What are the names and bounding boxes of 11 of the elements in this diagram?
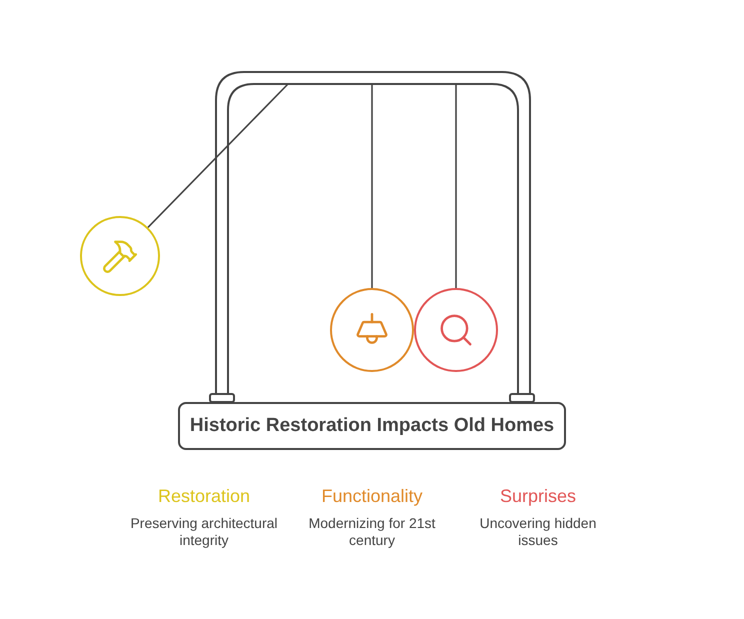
category-heading: Functionality bbox=[320, 486, 424, 507]
string-line bbox=[455, 84, 457, 288]
string-line bbox=[147, 83, 289, 228]
title-text: Historic Restoration Impacts Old Homes bbox=[190, 415, 554, 437]
string-line bbox=[371, 84, 373, 288]
category-description: Uncovering hidden issues bbox=[478, 515, 598, 549]
category-heading: Surprises bbox=[498, 486, 578, 507]
category-description: Preserving architectural integrity bbox=[129, 515, 279, 549]
category-description: Modernizing for 21st century bbox=[308, 515, 436, 549]
title-base-box bbox=[178, 402, 566, 450]
category-heading: Restoration bbox=[156, 486, 252, 507]
